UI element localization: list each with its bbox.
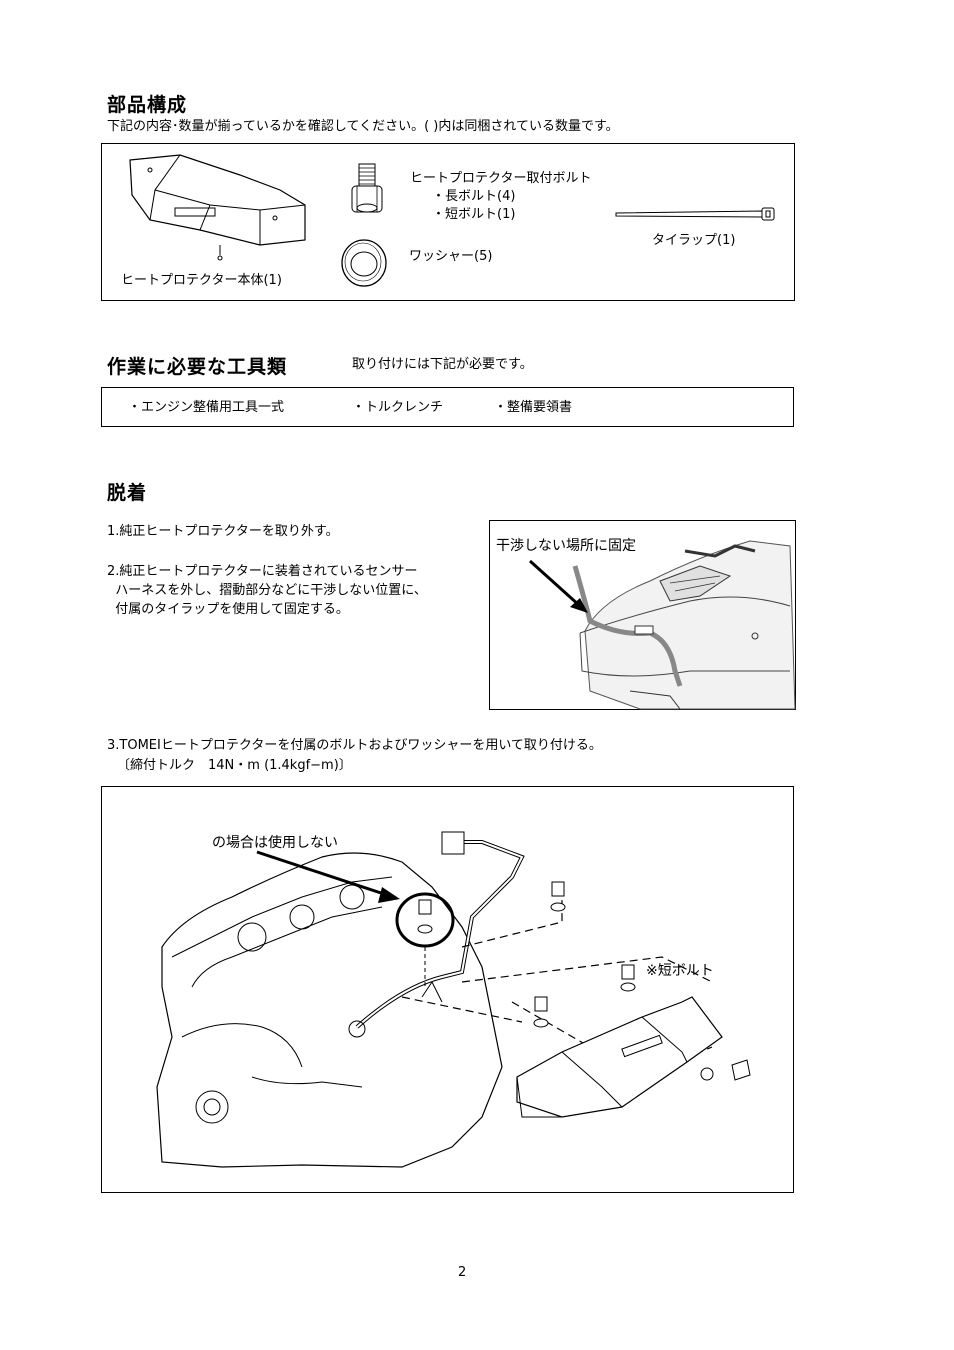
install-diagram-box [101, 786, 794, 1193]
step-3: 3.TOMEIヒートプロテクターを付属のボルトおよびワッシャーを用いて取り付ける… [107, 738, 602, 753]
bolt-long-label: ・長ボルト(4) [432, 189, 516, 204]
parts-box [101, 143, 795, 301]
step-2-line: 2.純正ヒートプロテクターに装着されているセンサー [107, 564, 418, 579]
tools-box [101, 387, 794, 427]
tool-item: ・エンジン整備用工具一式 [128, 400, 285, 415]
step-2-line: 付属のタイラップを使用して固定する。 [107, 602, 349, 617]
heat-protector-drawing [129, 154, 306, 261]
diagram-label: の場合は使用しない [212, 835, 338, 851]
photo-label: 干渉しない場所に固定 [496, 538, 636, 554]
protector-body-label: ヒートプロテクター本体(1) [121, 273, 282, 288]
bolt-icon [351, 163, 383, 213]
tool-item: ・トルクレンチ [352, 400, 444, 415]
torque-spec: 〔締付トルク 14N・m (1.4kgf−m)〕 [117, 758, 352, 773]
tools-heading: 作業に必要な工具類 [107, 356, 288, 378]
bolt-short-label: ・短ボルト(1) [432, 207, 516, 222]
washer-label: ワッシャー(5) [409, 249, 493, 264]
tie-wrap-icon [615, 207, 775, 221]
short-bolt-label: ※短ボルト [646, 963, 714, 979]
step-2-line: ハーネスを外し、摺動部分などに干渉しない位置に、 [107, 583, 427, 598]
bolt-title: ヒートプロテクター取付ボルト [410, 171, 592, 186]
removal-heading: 脱着 [107, 482, 148, 504]
page-number: 2 [458, 1265, 467, 1280]
tools-note: 取り付けには下記が必要です。 [352, 357, 533, 372]
step-1: 1.純正ヒートプロテクターを取り外す。 [107, 524, 339, 539]
washer-icon [341, 239, 387, 287]
harness-photo [528, 540, 796, 710]
tie-wrap-label: タイラップ(1) [652, 233, 736, 248]
parts-heading: 部品構成 [107, 94, 188, 116]
parts-intro: 下記の内容･数量が揃っているかを確認してください。( )内は同梱されている数量で… [107, 119, 619, 134]
tool-item: ・整備要領書 [494, 400, 573, 415]
install-diagram [156, 831, 751, 1168]
